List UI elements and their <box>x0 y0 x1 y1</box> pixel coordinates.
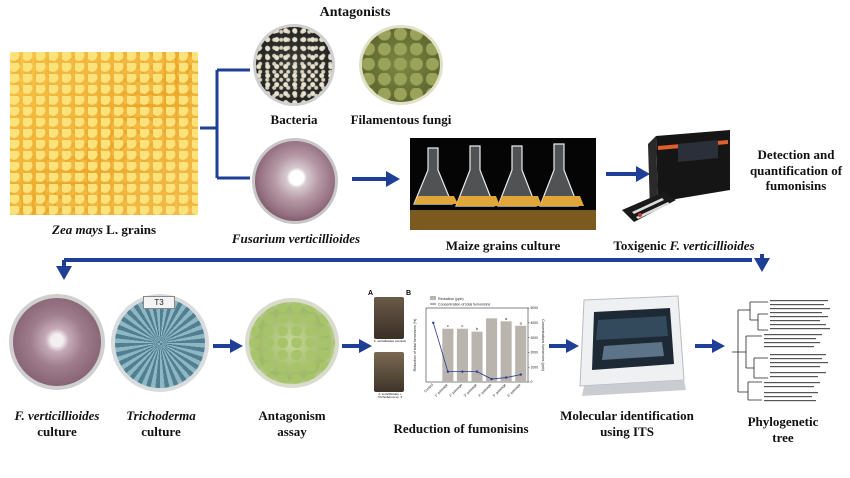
filamentous-fungi-label: Filamentous fungi <box>345 112 457 128</box>
maize-grains-image <box>10 52 198 215</box>
chart-line-point <box>490 378 492 380</box>
flask-photo-control <box>374 297 404 339</box>
chart-bar <box>471 332 482 382</box>
arrow-to-reduction <box>341 336 375 356</box>
chart-bar-letter: a <box>520 320 523 325</box>
chart-y2-tick-label: 0 <box>531 380 533 384</box>
chart-bar <box>442 329 453 382</box>
detection-device-image <box>618 118 738 238</box>
chart-bar <box>486 318 497 382</box>
legend-label-bar: Reduction (ppb) <box>438 297 464 301</box>
chart-x-tick-label: 5° passage <box>492 383 507 398</box>
chart-y2-tick-label: 5000 <box>531 306 539 310</box>
branch-bracket <box>195 60 255 190</box>
chart-x-tick-label: 4° passage <box>477 383 492 398</box>
chart-bar <box>457 329 468 382</box>
fv-culture-petri-dish <box>9 294 105 390</box>
chart-line-point <box>476 370 478 372</box>
return-arrow <box>0 248 850 288</box>
bracket-path <box>200 70 250 178</box>
chart-bar-letter: b <box>476 326 479 331</box>
detection-label: Detection and quantification of fumonisi… <box>742 147 850 194</box>
bacteria-label: Bacteria <box>253 112 335 128</box>
phylogenetic-label: Phylogenetic tree <box>728 414 838 445</box>
antagonism-label: Antagonism assay <box>245 408 339 439</box>
flask-photo-treated-caption: F. verticillioides + Trichoderma sp. 3 <box>372 393 408 400</box>
chart-bar-letter: c <box>447 323 449 328</box>
trichoderma-tag: T3 <box>143 296 175 309</box>
arrow-to-maize-culture <box>350 167 405 191</box>
chart-bar <box>501 321 512 382</box>
fv-culture-label: F. verticillioides culture <box>0 408 114 439</box>
phylogenetic-tree <box>728 296 838 404</box>
chart-x-tick-label: 1° passage <box>434 383 449 398</box>
arrow-to-phylogeny <box>694 336 728 356</box>
antagonism-petri-dish <box>245 298 339 388</box>
reduction-label: Reduction of fumonisins <box>376 421 546 437</box>
fumonisin-reduction-chart: Reduction (ppb)Concentration of total fu… <box>406 294 546 406</box>
chart-line-point <box>461 370 463 372</box>
filamentous-fungi-petri-dish <box>359 25 443 105</box>
chart-x-tick-label: 2° passage <box>448 383 463 398</box>
bacteria-petri-dish <box>253 24 335 106</box>
flask-photo-treated <box>374 352 404 392</box>
chart-x-tick-label: Control <box>423 383 434 394</box>
maize-culture-photo <box>410 138 596 230</box>
legend-label-line: Concentration of total fumonisins <box>438 302 491 306</box>
antagonists-title: Antagonists <box>255 5 455 22</box>
chart-y2-axis-label: Concentrations fumonisins (ppb) <box>541 319 545 371</box>
molecular-label: Molecular identification using ITS <box>552 408 702 439</box>
fusarium-label: Fusarium verticillioides <box>222 231 370 247</box>
chart-line-point <box>447 370 449 372</box>
zea-mays-label: Zea mays L. grains <box>10 222 198 238</box>
chart-bar-letter: c <box>461 323 463 328</box>
chart-x-tick-label: 3° passage <box>463 383 478 398</box>
chart-line-point <box>520 373 522 375</box>
arrow-to-antagonism <box>212 336 246 356</box>
chart-y2-tick-label: 3000 <box>531 336 539 340</box>
chart-y2-tick-label: 4000 <box>531 321 539 325</box>
chart-y-axis-label: Reduction of total fumonisins (%) <box>413 319 417 372</box>
legend-swatch-bar <box>430 296 436 300</box>
trichoderma-label: Trichoderma culture <box>111 408 211 439</box>
chart-line-point <box>505 376 507 378</box>
sequencer-image <box>574 290 692 400</box>
fusarium-petri-dish <box>252 138 338 224</box>
chart-bar-letter: a <box>505 316 508 321</box>
chart-line-point <box>432 322 434 324</box>
chart-y2-tick-label: 1000 <box>531 365 539 369</box>
panel-a-label: A <box>368 290 373 297</box>
chart-y2-tick-label: 2000 <box>531 351 539 355</box>
flask-photo-control-caption: F. verticillioides (control) <box>372 340 408 343</box>
chart-x-tick-label: 6° passage <box>507 383 522 398</box>
